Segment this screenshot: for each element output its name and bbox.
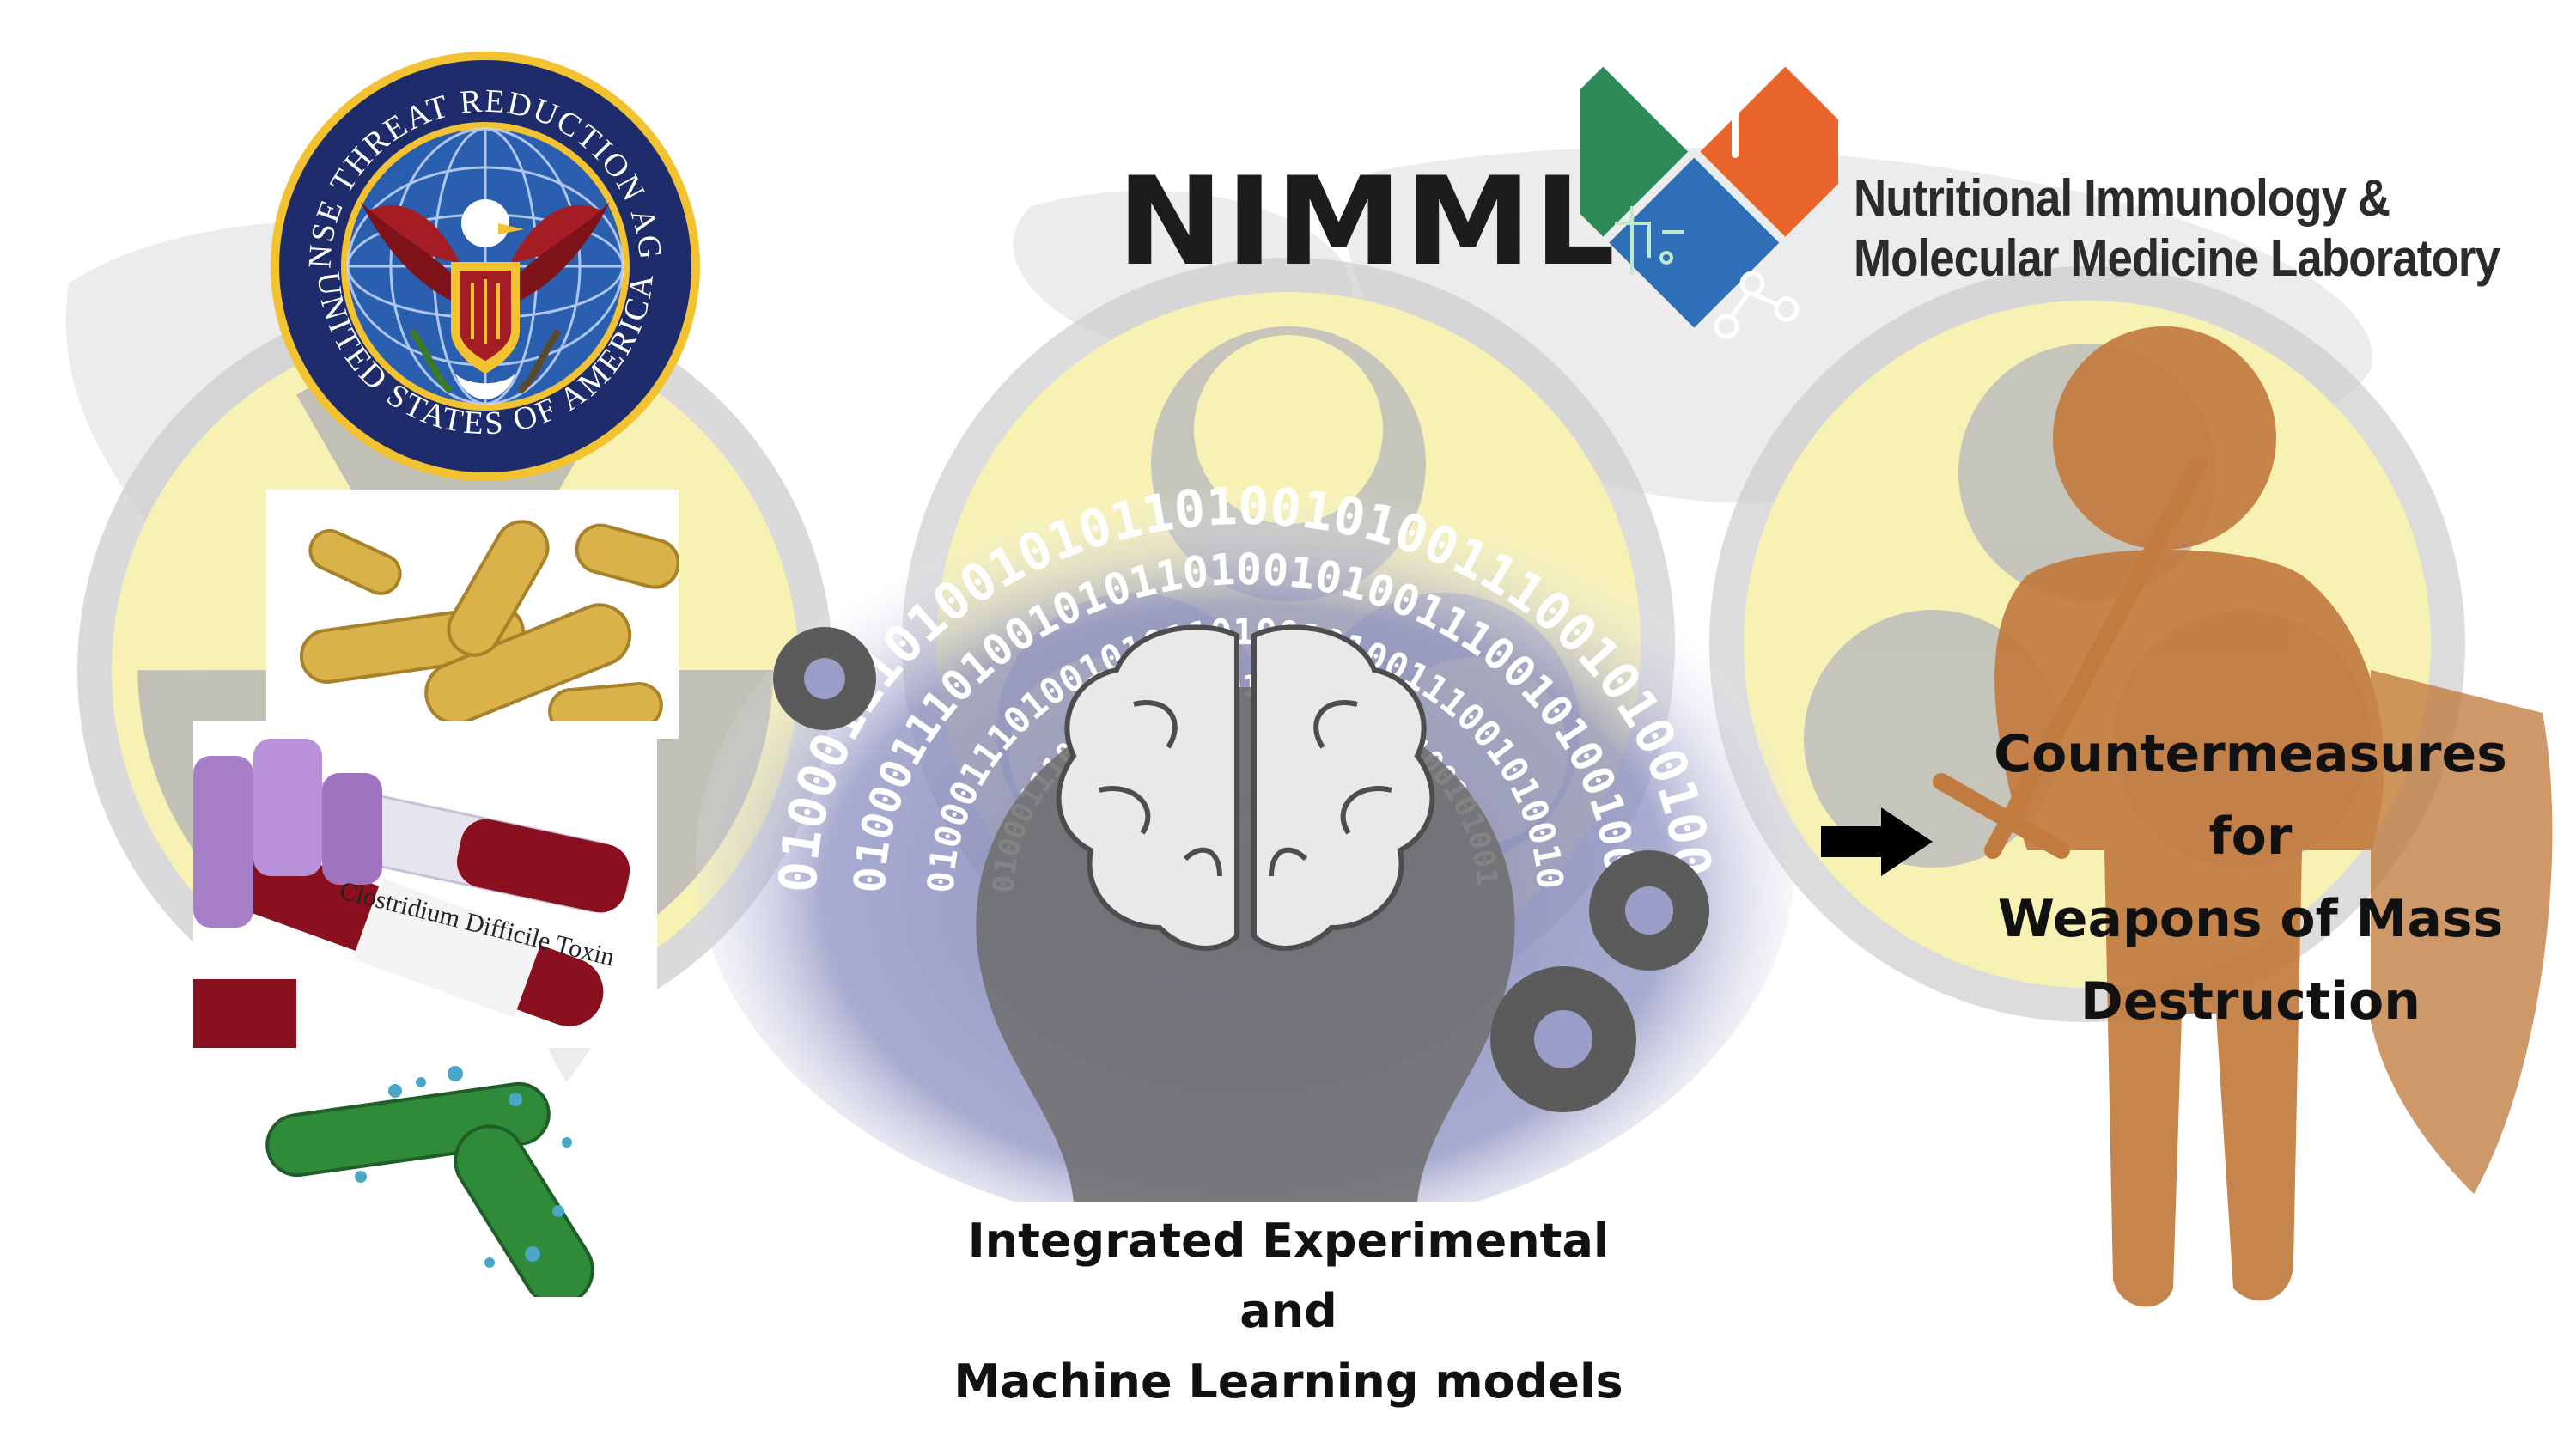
green-bacteria-image (265, 1066, 594, 1297)
center-caption: Integrated Experimental and Machine Lear… (902, 1206, 1675, 1417)
outcome-line1: Countermeasures (1994, 724, 2507, 784)
lab-full-name: Nutritional Immunology & Molecular Medic… (1854, 168, 2500, 289)
caption-line1: Integrated Experimental (967, 1214, 1610, 1268)
lab-name-line2: Molecular Medicine Laboratory (1854, 229, 2500, 287)
machine-learning-graphic: 0100011101001010110100101001110010100100… (687, 447, 1795, 1202)
rod-bacteria-image (266, 490, 679, 739)
eagle-seal-icon (361, 199, 610, 399)
agency-seal: DEFENSE THREAT REDUCTION AGENCY UNITED S… (266, 47, 700, 481)
lab-acronym: NIMML (1117, 151, 1617, 293)
outcome-line3: Weapons of Mass (1997, 889, 2504, 949)
outcome-text: Countermeasures for Weapons of Mass Dest… (1976, 713, 2525, 1043)
shield-sword-figure-icon (1933, 326, 2553, 1307)
arrow-right-icon (1821, 807, 1933, 876)
lab-name-line1: Nutritional Immunology & (1854, 169, 2390, 227)
outcome-line2: for (2208, 807, 2293, 867)
caption-line3: Machine Learning models (953, 1355, 1623, 1409)
head-silhouette (976, 687, 1515, 1202)
brain-icon (1056, 624, 1435, 951)
lab-logo-emblem (1580, 66, 1838, 339)
caption-line2: and (1239, 1284, 1337, 1338)
outcome-line4: Destruction (2080, 971, 2421, 1032)
blood-sample-tubes-image (193, 721, 657, 1048)
